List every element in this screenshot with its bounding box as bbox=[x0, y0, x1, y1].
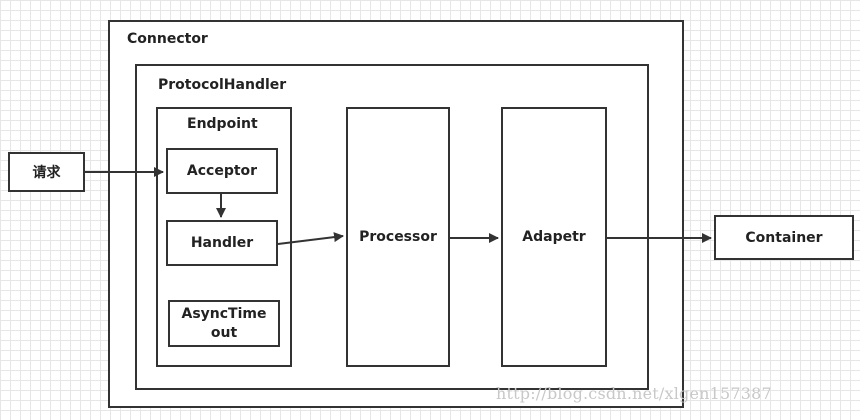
arrow-handler-to-processor bbox=[277, 232, 344, 245]
container-node: Container bbox=[714, 215, 854, 260]
connector-title: Connector bbox=[127, 31, 208, 47]
processor-node: Processor bbox=[346, 107, 450, 367]
endpoint-title: Endpoint bbox=[187, 116, 258, 132]
watermark: http://blog.csdn.net/xlgen157387 bbox=[496, 384, 772, 403]
request-node: 请求 bbox=[8, 152, 85, 192]
acceptor-node: Acceptor bbox=[166, 148, 278, 194]
protocol-handler-title: ProtocolHandler bbox=[158, 77, 287, 93]
adapter-node: Adapetr bbox=[501, 107, 607, 367]
async-timeout-node: AsyncTime out bbox=[168, 300, 280, 347]
handler-node: Handler bbox=[166, 220, 278, 266]
